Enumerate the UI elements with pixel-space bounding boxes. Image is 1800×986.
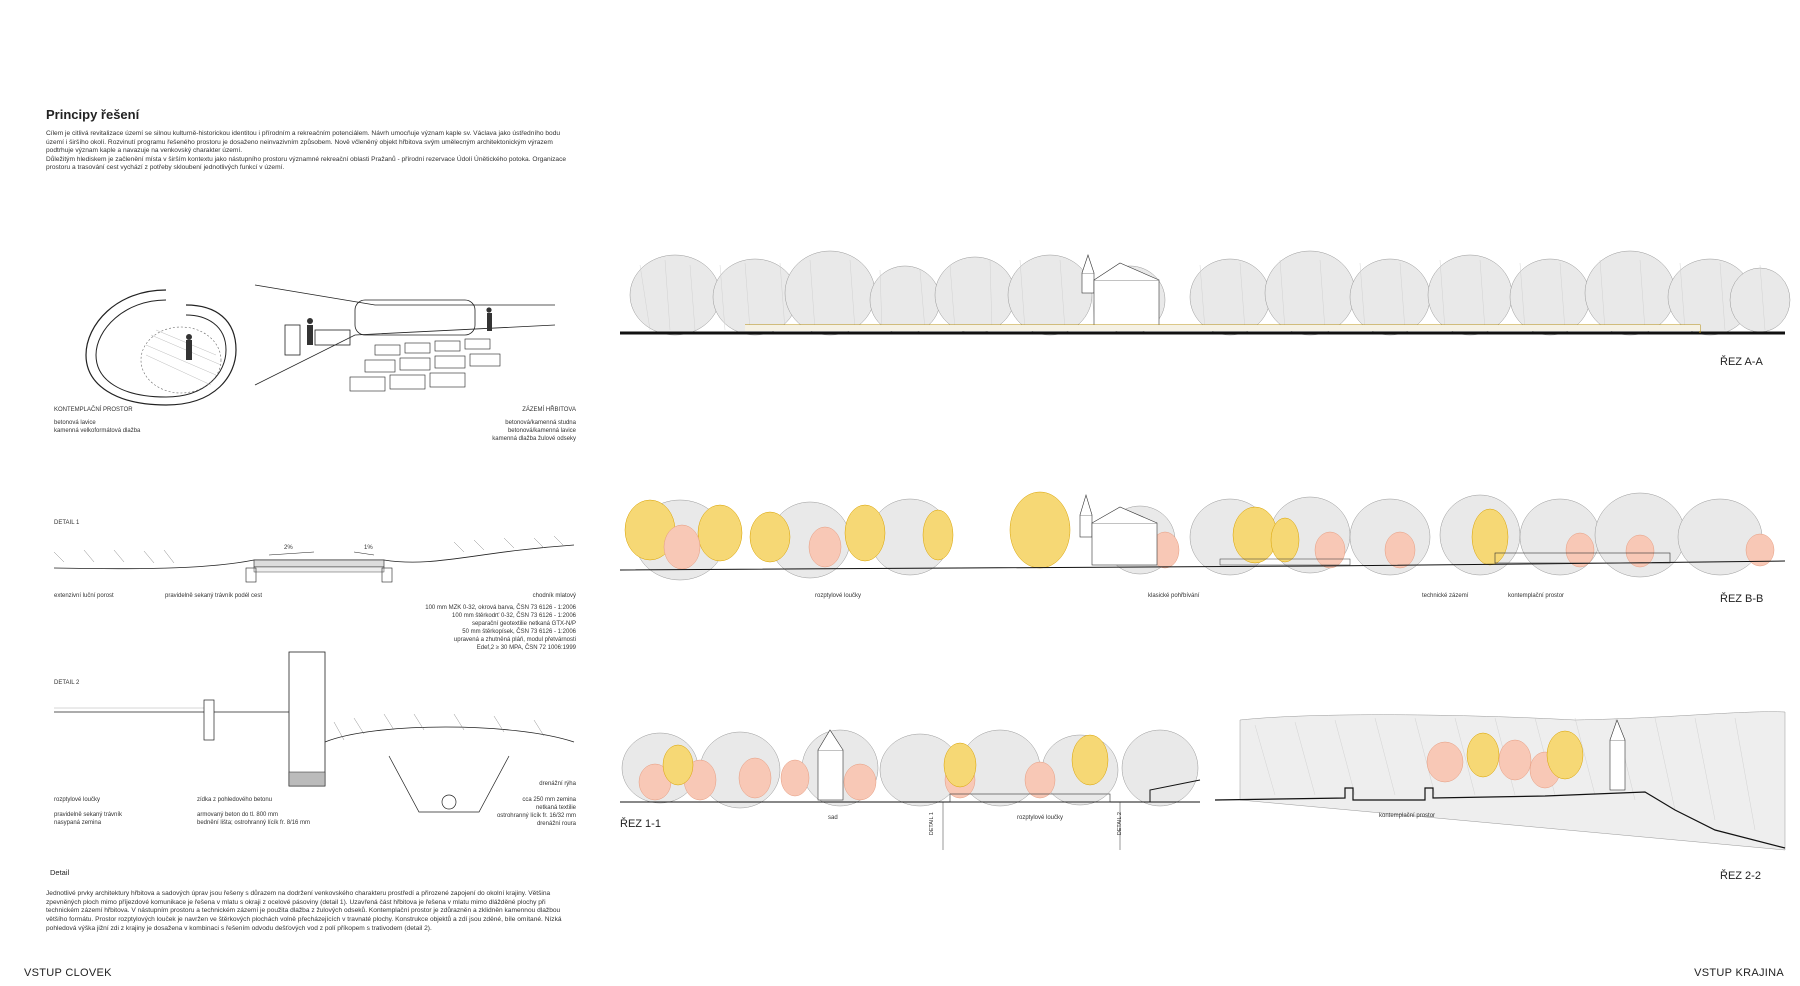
footer-right-label: VSTUP KRAJINA xyxy=(1694,967,1784,979)
section-bb-label: ŘEZ B-B xyxy=(1720,593,1764,605)
detail2-label-c2: cca 250 mm zemina xyxy=(522,797,576,803)
page-title: Principy řešení xyxy=(46,107,140,122)
detail2-label-b: zídka z pohledového betonu xyxy=(197,797,273,803)
sketch-left-line2: kamenná velkoformátová dlažba xyxy=(54,428,141,434)
section-bb-label-1: rozptylové loučky xyxy=(815,593,862,599)
section-11-label-2: rozptylové loučky xyxy=(1017,815,1064,821)
section-aa-drawing xyxy=(620,250,1791,336)
section-bb-label-4: kontemplační prostor xyxy=(1508,593,1565,599)
detail2-label-a: rozptylové loučky xyxy=(54,797,101,803)
section-bb-label-3: technické zázemí xyxy=(1422,593,1469,599)
detail1-spec1: 100 mm MZK 0-32, okrová barva, ČSN 73 61… xyxy=(425,605,576,611)
section-22-label: ŘEZ 2-2 xyxy=(1720,870,1761,882)
detail-body-text: Jednotlivé prvky architektury hřbitova a… xyxy=(46,890,562,932)
detail2-label-c: drenážní rýha xyxy=(539,781,576,787)
section-22-label-1: kontemplační prostor xyxy=(1379,813,1436,819)
sketch-left-line1: betonová lavice xyxy=(54,420,96,426)
section-11-label: ŘEZ 1-1 xyxy=(620,818,661,830)
section-11-label-1: sad xyxy=(828,815,838,821)
detail1-label-c: chodník mlatový xyxy=(532,593,576,599)
section-bb-drawing xyxy=(619,491,1786,581)
detail2-label-c4: ostrohranný lícík fr. 16/32 mm xyxy=(496,813,576,819)
sketch-left-title: KONTEMPLAČNÍ PROSTOR xyxy=(54,407,133,413)
section-11-detail2-marker: DETAIL 2 xyxy=(1117,812,1123,836)
contemplation-sketch xyxy=(85,289,237,406)
detail2-drawing xyxy=(54,651,575,813)
detail1-spec5: upravená a zhutněná pláň, modul přetvárn… xyxy=(453,637,576,643)
cemetery-service-sketch xyxy=(254,284,556,392)
detail1-spec3: separační geotextilie netkaná GTX-N/P xyxy=(471,621,576,627)
detail2-label-b3: bednění lišta; ostrohranný lícík fr. 8/1… xyxy=(197,820,311,826)
section-11-detail1-marker: DETAIL 1 xyxy=(929,812,935,836)
section-aa-label: ŘEZ A-A xyxy=(1720,356,1763,368)
detail1-slope-right: 1% xyxy=(364,545,373,551)
sketch-right-line2: betonová/kamenná lavice xyxy=(507,428,576,434)
section-22-drawing xyxy=(1214,711,1786,851)
footer-left-label: VSTUP CLOVEK xyxy=(24,967,112,979)
detail1-spec2: 100 mm štěrkodrť 0-32, ČSN 73 6126 - 1:2… xyxy=(452,613,576,619)
intro-paragraph-2: Důležitým hlediskem je začlenění místa v… xyxy=(46,155,567,172)
intro-paragraph-1: Cílem je citlivá revitalizace území se s… xyxy=(46,130,561,155)
intro-text: Cílem je citlivá revitalizace území se s… xyxy=(46,130,576,173)
detail-heading: Detail xyxy=(50,868,70,877)
sketch-right-line1: betonová/kamenná studna xyxy=(505,420,576,426)
detail1-label-b: pravidelně sekaný trávník podél cest xyxy=(165,593,263,599)
detail1-slope-left: 2% xyxy=(284,545,293,551)
section-11-drawing xyxy=(620,729,1201,850)
detail1-spec4: 50 mm štěrkopísek, ČSN 73 6126 - 1:2006 xyxy=(462,629,576,635)
detail1-label-a: extenzivní luční porost xyxy=(54,593,114,599)
detail2-label-b2: armovaný beton do tl. 800 mm xyxy=(197,812,279,818)
sketch-right-title: ZÁZEMÍ HŘBITOVA xyxy=(522,407,576,413)
detail1-spec6: Edef,2 ≥ 30 MPA, ČSN 72 1006:1999 xyxy=(476,645,576,651)
detail1-title: DETAIL 1 xyxy=(54,520,80,526)
detail2-label-c5: drenážní roura xyxy=(536,821,576,827)
sketch-right-line3: kamenná dlažba žulové odseky xyxy=(492,436,576,442)
detail2-title: DETAIL 2 xyxy=(54,680,80,686)
detail2-label-c3: netkaná textilie xyxy=(535,805,576,811)
detail2-label-a3: nasypaná zemina xyxy=(54,820,102,826)
section-bb-label-2: klasické pohřbívání xyxy=(1148,593,1200,599)
detail2-label-a2: pravidelně sekaný trávník xyxy=(54,812,123,818)
detail1-drawing xyxy=(53,535,575,583)
